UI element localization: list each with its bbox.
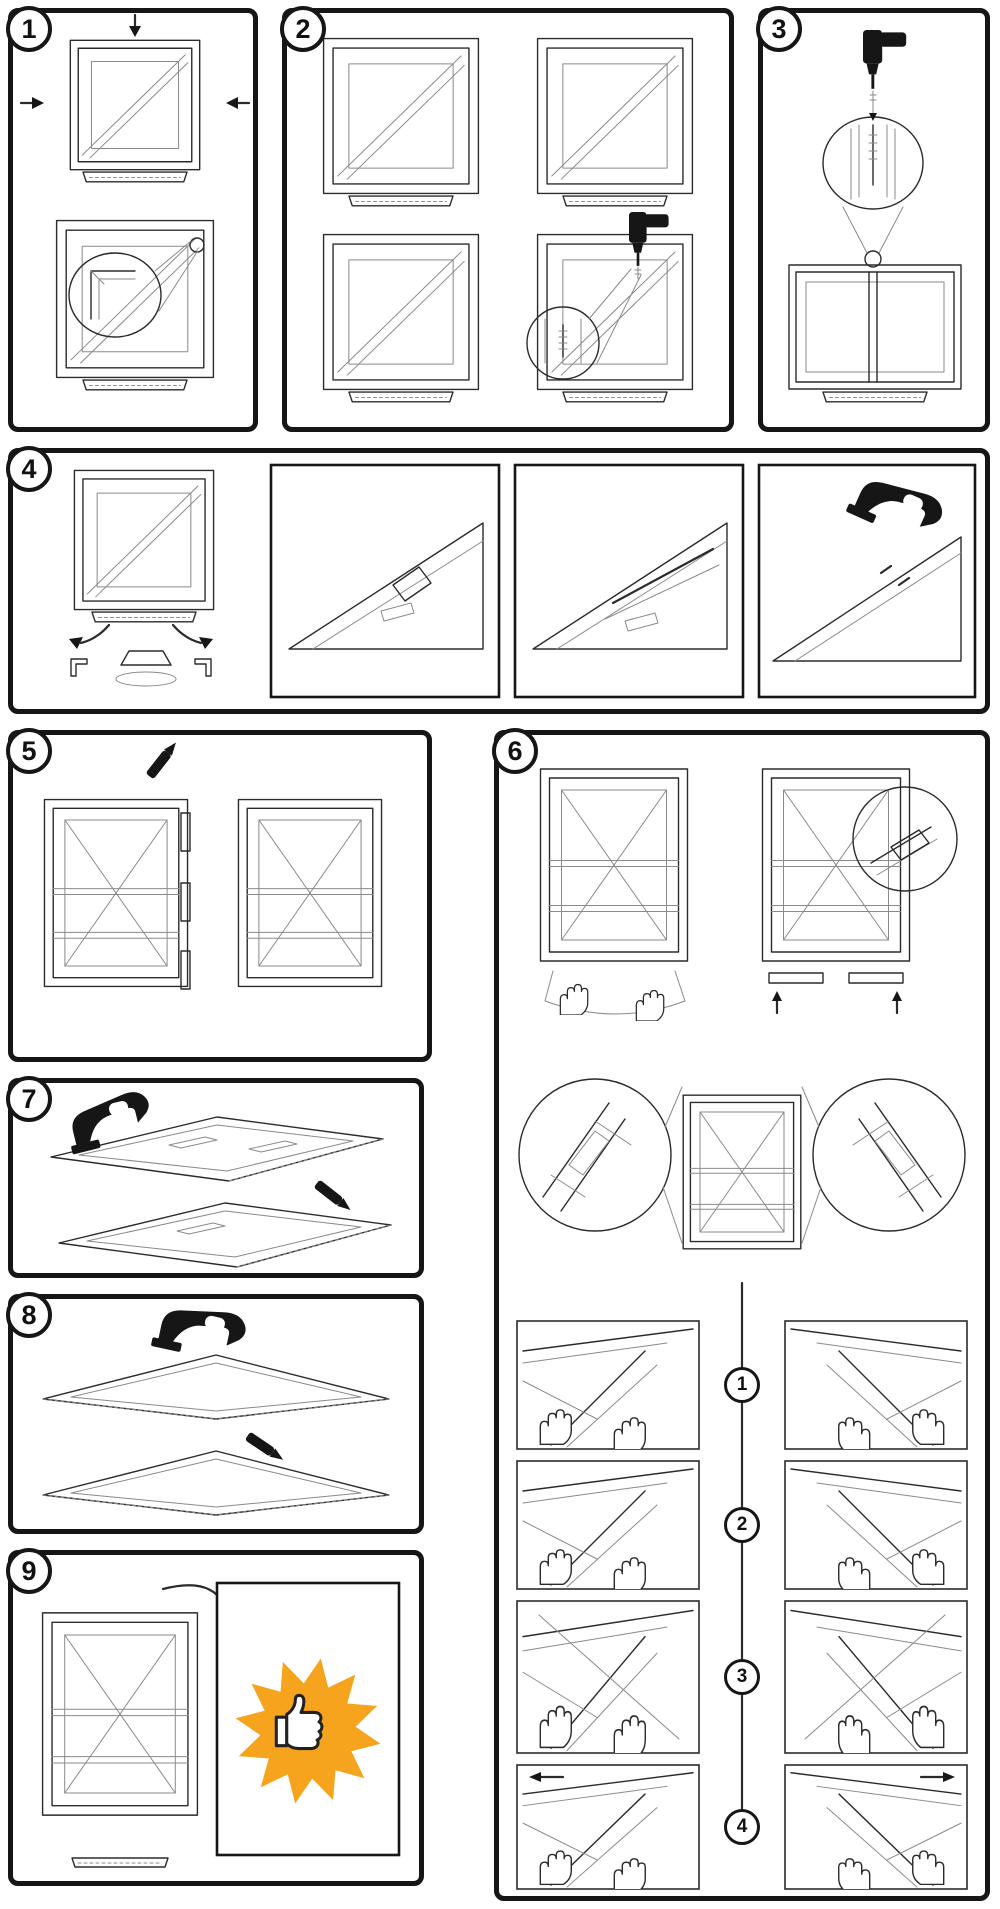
step-4-panel: 4 xyxy=(6,446,990,714)
mounting-strips xyxy=(181,813,190,989)
corner-fold-step-1 xyxy=(289,523,483,649)
staple-gun-icon xyxy=(150,1299,249,1365)
step-badge-3: 3 xyxy=(756,6,802,52)
frame-with-feet xyxy=(69,469,215,686)
step-8-illustration xyxy=(13,1299,419,1529)
corner-closeups xyxy=(519,1079,965,1250)
substep-badge-3: 3 xyxy=(724,1659,760,1695)
marker-icon xyxy=(313,1179,354,1214)
step-3-panel: 3 xyxy=(756,6,990,432)
detail-cone xyxy=(879,207,903,253)
staple-gun-icon xyxy=(61,1088,157,1155)
marker-icon xyxy=(145,739,180,780)
magnifier-detail-circle xyxy=(853,787,957,891)
hand-icon xyxy=(635,989,665,1021)
step-7-illustration xyxy=(13,1088,419,1273)
step-badge-1: 1 xyxy=(6,6,52,52)
step-badge-7: 7 xyxy=(6,1076,52,1122)
left-corner-detail xyxy=(543,1103,631,1211)
magnifier-detail-circle xyxy=(823,113,923,209)
wrapped-panel-top xyxy=(43,1355,389,1419)
fold-line xyxy=(805,1615,945,1739)
drill-icon xyxy=(629,212,669,266)
frame-1 xyxy=(322,37,480,208)
step-5-panel: 5 xyxy=(6,728,432,1062)
step-badge-6: 6 xyxy=(492,728,538,774)
step-7-panel: 7 xyxy=(6,1076,424,1278)
drill-icon xyxy=(863,30,907,89)
step-9-illustration xyxy=(41,1581,401,1869)
batten-view xyxy=(761,767,958,1013)
step-2-panel: 2 xyxy=(280,6,734,432)
right-corner-detail xyxy=(853,1103,941,1211)
corner-fold-step-2 xyxy=(533,523,727,649)
screw xyxy=(634,266,642,280)
left-frame xyxy=(43,798,189,988)
step-badge-5: 5 xyxy=(6,728,52,774)
frame-4 xyxy=(536,233,694,404)
frame-2 xyxy=(536,37,694,208)
step-3-illustration xyxy=(763,30,985,404)
window-frame xyxy=(789,265,961,404)
step-badge-4: 4 xyxy=(6,446,52,492)
marker-icon xyxy=(244,1431,286,1464)
step-badge-8: 8 xyxy=(6,1292,52,1338)
step-badge-2: 2 xyxy=(280,6,326,52)
finished-frame xyxy=(41,1611,199,1869)
detail-point xyxy=(865,251,881,267)
flat-frame-top xyxy=(51,1117,383,1181)
frame-top-view xyxy=(69,39,201,184)
wrapped-panel-bottom xyxy=(43,1451,389,1515)
detail-cone xyxy=(843,207,867,253)
flat-frame-bottom xyxy=(59,1203,391,1267)
step-6-panel: 6 xyxy=(492,728,990,1901)
step-2-illustration xyxy=(322,37,694,404)
step-badge-9: 9 xyxy=(6,1548,52,1594)
stretch-fabric-view xyxy=(539,767,689,1021)
magnifier-detail-circle xyxy=(69,238,204,337)
step-5-illustration xyxy=(43,739,383,1057)
step-4-illustration xyxy=(69,463,977,699)
right-frame xyxy=(237,798,383,988)
step-8-panel: 8 xyxy=(6,1292,424,1534)
fold-line xyxy=(539,1615,679,1739)
corner-step-box-2 xyxy=(513,463,745,699)
substep-badge-2: 2 xyxy=(724,1507,760,1543)
step-9-panel: 9 xyxy=(6,1548,424,1886)
frame-3 xyxy=(322,233,480,404)
step-1-illustration xyxy=(13,13,253,392)
corner-fold-step-3 xyxy=(773,537,961,661)
magnifier-detail-circle xyxy=(527,269,641,379)
step-6-illustration xyxy=(516,767,968,1890)
substep-badge-1: 1 xyxy=(724,1367,760,1403)
screw xyxy=(869,90,877,114)
step-1-panel: 1 xyxy=(6,6,258,432)
corner-step-box-1 xyxy=(269,463,501,699)
hand-icon xyxy=(559,983,589,1015)
substep-badge-4: 4 xyxy=(724,1809,760,1845)
press-arrows xyxy=(21,15,249,109)
